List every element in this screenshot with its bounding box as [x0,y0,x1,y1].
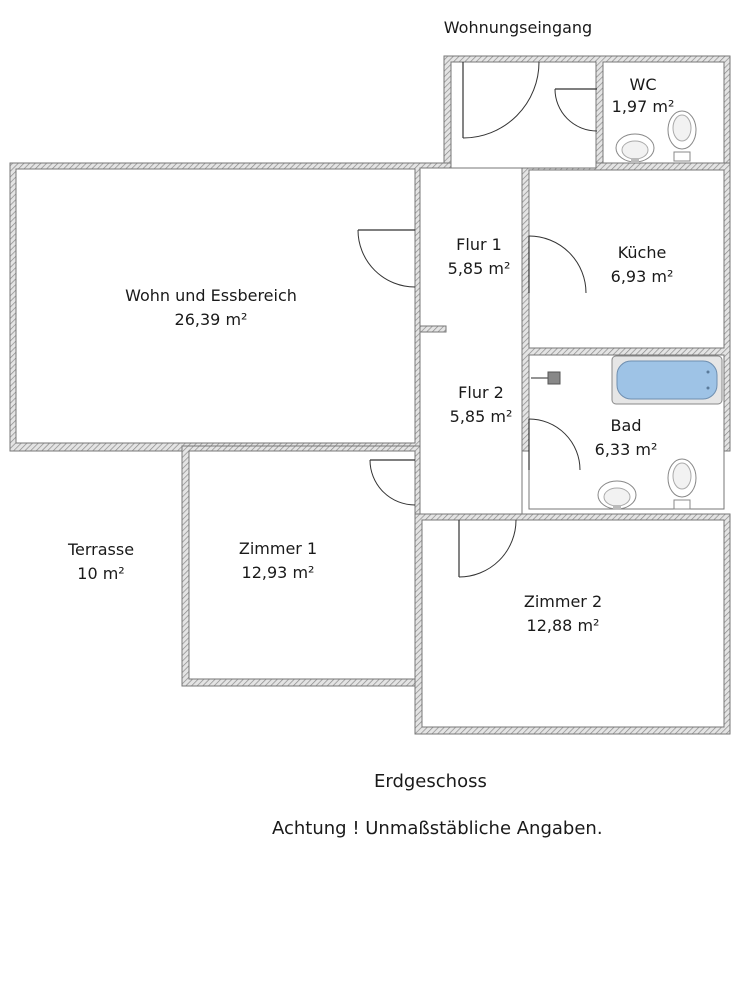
wc-toilet-icon [667,110,697,162]
wc-door [554,88,598,132]
bad-area-label: 6,33 m² [595,440,658,459]
floor-label: Erdgeschoss [374,771,487,792]
wc-sink-icon [615,133,655,163]
disclaimer: Achtung ! Unmaßstäbliche Angaben. [272,818,603,839]
flur-area [419,167,523,515]
fixtures [531,110,723,510]
zimmer2-area-label: 12,88 m² [527,616,600,635]
flur1-name: Flur 1 [456,235,502,254]
flur1-area-label: 5,85 m² [448,259,511,278]
wohn-area-label: 26,39 m² [175,310,248,329]
zimmer1-door [369,459,416,506]
zimmer2-door [458,519,517,578]
labels: Wohnungseingang WC 1,97 m² Flur 1 5,85 m… [67,18,674,635]
kueche-door [528,235,587,294]
zimmer1-area-label: 12,93 m² [242,563,315,582]
zimmer2-name: Zimmer 2 [524,592,602,611]
kueche-name: Küche [618,243,667,262]
kueche-area-label: 6,93 m² [611,267,674,286]
flur2-area-label: 5,85 m² [450,407,513,426]
bathtub-icon [611,355,723,405]
flur2-name: Flur 2 [458,383,504,402]
bad-name: Bad [611,416,642,435]
bad-sink-icon [597,480,637,510]
wohn-name: Wohn und Essbereich [125,286,297,305]
zimmer1-name: Zimmer 1 [239,539,317,558]
wohn-area [15,168,416,444]
wohn-door [357,229,416,288]
bad-door [528,418,581,471]
bad-toilet-icon [667,458,697,510]
entrance-label: Wohnungseingang [444,18,592,37]
shower-tap-icon [531,371,561,385]
doors [357,61,598,578]
wc-area-label: 1,97 m² [612,97,675,116]
wc-name: WC [630,75,657,94]
zimmer1-area [188,450,416,680]
entrance-hall-area [450,61,597,169]
terrasse-area-label: 10 m² [77,564,124,583]
entrance-door [462,61,540,139]
terrasse-name: Terrasse [67,540,134,559]
zimmer2-area [421,519,725,728]
